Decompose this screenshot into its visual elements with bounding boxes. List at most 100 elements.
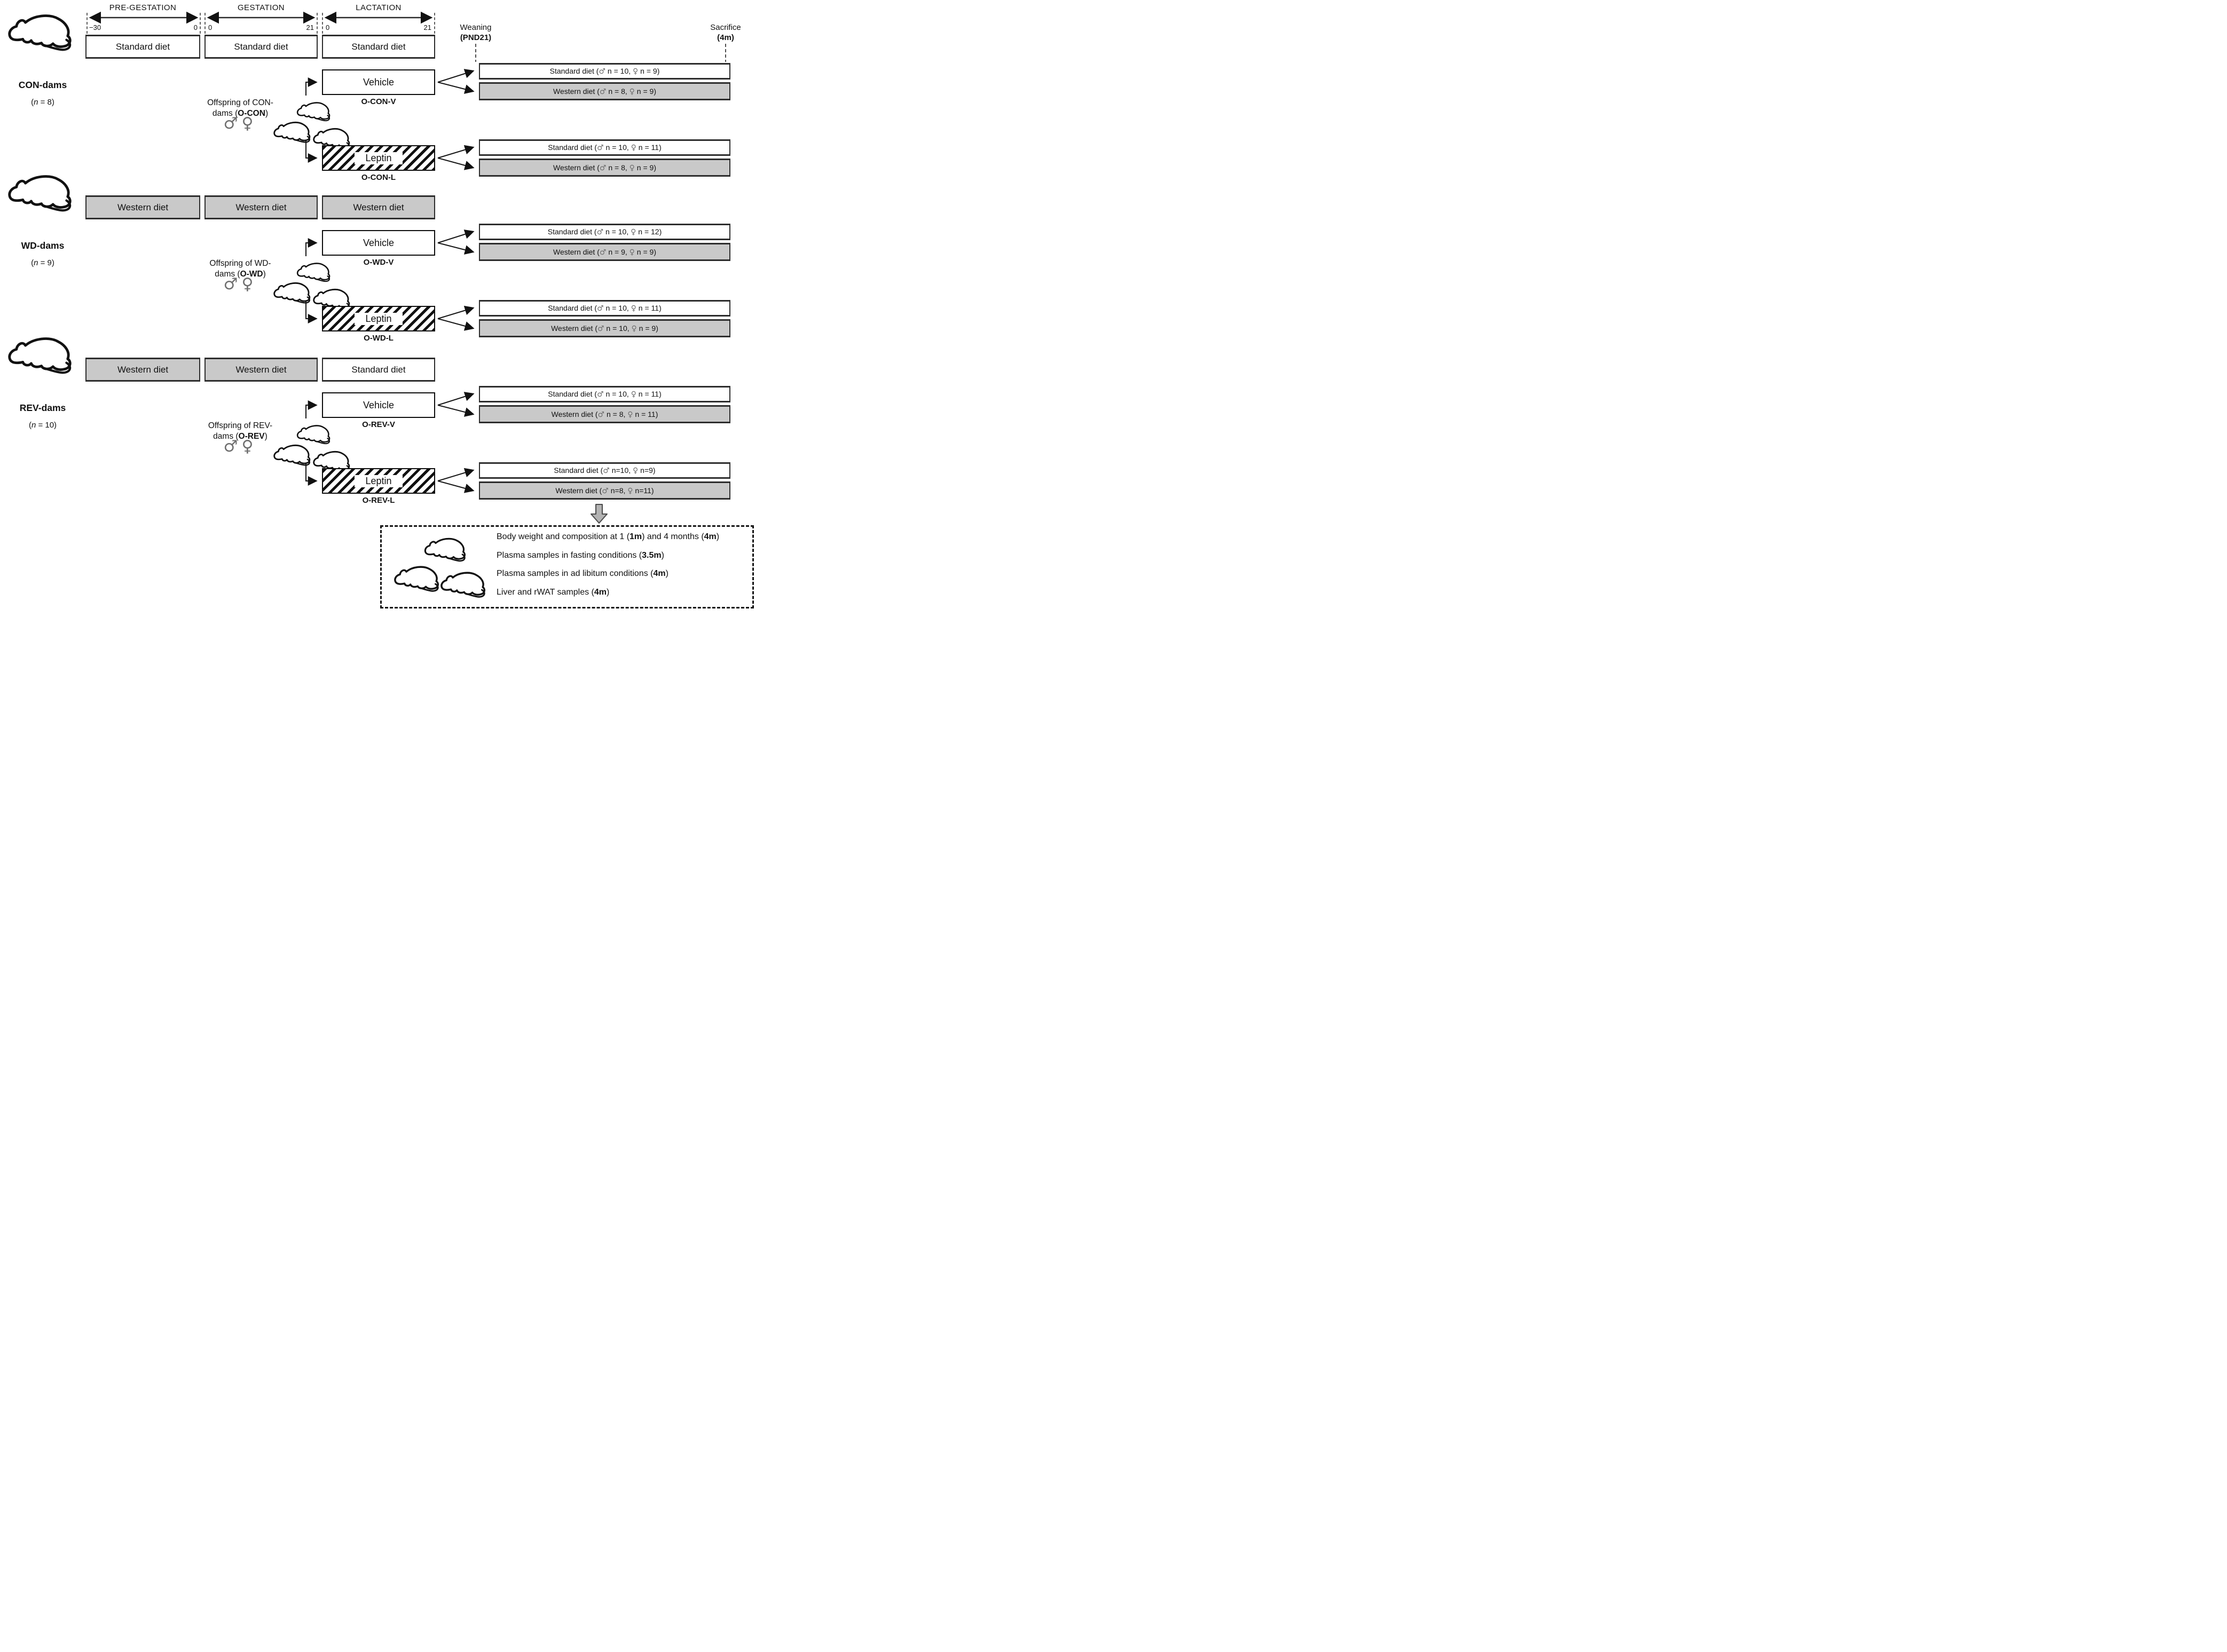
outcome-box-western: Western diet (♂ n = 8, ♀ n = 9) [479, 82, 730, 100]
female-icon: ♀ [629, 248, 635, 257]
offspring-label: Offspring of REV- dams (O-REV) [208, 421, 273, 441]
tick-gestation-end: 21 [306, 23, 314, 31]
female-icon: ♀ [629, 163, 635, 172]
group-code: O-WD-L [364, 334, 394, 343]
rat-icon [273, 121, 311, 143]
sex-symbols: ♂♀ [180, 438, 300, 456]
dam-diet-box: Standard diet [322, 358, 435, 382]
male-icon: ♂ [599, 248, 607, 257]
outcome-box-standard: Standard diet (♂ n = 10, ♀ n = 12) [479, 224, 730, 240]
dam-diet-box: Standard diet [85, 35, 200, 59]
outcome-box-standard: Standard diet (♂ n = 10, ♀ n = 11) [479, 139, 730, 156]
sex-symbols: ♂♀ [180, 275, 300, 294]
female-icon: ♀ [627, 410, 633, 419]
measurements-summary-box [380, 525, 754, 608]
dam-group-name: REV-dams [19, 402, 66, 413]
male-icon: ♂ [599, 87, 607, 96]
male-icon: ♂ [597, 144, 604, 152]
dam-diet-box: Western diet [204, 358, 318, 382]
male-icon: ♂ [599, 163, 607, 172]
rat-icon [424, 538, 466, 562]
treatment-box-vehicle: Vehicle [322, 69, 435, 95]
male-icon: ♂ [223, 114, 242, 133]
sex-symbols: ♂♀ [180, 115, 300, 133]
phase-label-pregestation: PRE-GESTATION [109, 3, 177, 12]
rat-icon [4, 8, 81, 55]
dam-diet-box: Western diet [204, 195, 318, 219]
male-icon: ♂ [223, 275, 242, 294]
dam-group-n: (n = 9) [31, 258, 54, 267]
offspring-label: Offspring of WD- dams (O-WD) [209, 259, 271, 279]
dam-group-n: (n = 8) [31, 98, 54, 107]
dam-group-name: CON-dams [18, 80, 67, 90]
group-code: O-WD-V [363, 258, 394, 267]
dam-diet-box: Standard diet [322, 35, 435, 59]
outcome-box-western: Western diet (♂ n = 8, ♀ n = 9) [479, 159, 730, 177]
rat-icon [4, 331, 81, 378]
outcome-box-western: Western diet (♂ n = 9, ♀ n = 9) [479, 243, 730, 261]
female-icon: ♀ [633, 67, 639, 76]
female-icon: ♀ [627, 486, 633, 495]
dam-group-n: (n = 10) [28, 421, 57, 430]
group-code: O-CON-V [361, 97, 396, 106]
male-icon: ♂ [602, 486, 609, 495]
treatment-box-vehicle: Vehicle [322, 392, 435, 418]
male-icon: ♂ [597, 304, 604, 313]
tick-gestation-start: 0 [208, 23, 213, 31]
male-icon: ♂ [597, 410, 605, 419]
treatment-box-leptin: Leptin [322, 306, 435, 331]
female-icon: ♀ [241, 275, 257, 294]
treatment-box-leptin: Leptin [322, 145, 435, 171]
female-icon: ♀ [241, 437, 257, 456]
weaning-sacrifice-dashes [475, 44, 726, 62]
weaning-label: Weaning (PND21) [460, 23, 492, 42]
tick-lactation-start: 0 [326, 23, 330, 31]
female-icon: ♀ [631, 228, 636, 236]
female-icon: ♀ [631, 324, 637, 333]
female-icon: ♀ [629, 87, 635, 96]
rat-icon [273, 282, 311, 304]
rat-icon [440, 572, 486, 598]
female-icon: ♀ [631, 144, 636, 152]
male-icon: ♂ [596, 228, 604, 236]
dam-diet-box: Western diet [85, 195, 200, 219]
summary-line: Plasma samples in ad libitum conditions … [497, 569, 668, 578]
rat-icon [273, 444, 311, 466]
outcome-box-western: Western diet (♂ n=8, ♀ n=11) [479, 481, 730, 500]
group-code: O-REV-L [362, 496, 395, 505]
female-icon: ♀ [241, 114, 257, 133]
treatment-box-vehicle: Vehicle [322, 230, 435, 256]
phase-label-gestation: GESTATION [237, 3, 285, 12]
dam-diet-box: Standard diet [204, 35, 318, 59]
study-design-figure: PRE-GESTATION GESTATION LACTATION −30 0 … [0, 0, 825, 614]
male-icon: ♂ [597, 324, 604, 333]
tick-pregestation-end: 0 [193, 23, 198, 31]
sacrifice-label: Sacrifice (4m) [710, 23, 741, 42]
tick-lactation-end: 21 [423, 23, 431, 31]
group-code: O-CON-L [361, 173, 396, 182]
summary-line: Body weight and composition at 1 (1m) an… [497, 532, 720, 541]
outcome-box-standard: Standard diet (♂ n = 10, ♀ n = 11) [479, 386, 730, 402]
dam-group-name: WD-dams [21, 240, 65, 251]
female-icon: ♀ [633, 467, 639, 475]
tick-pregestation-start: −30 [89, 23, 101, 31]
dam-diet-box: Western diet [322, 195, 435, 219]
outcome-box-standard: Standard diet (♂ n=10, ♀ n=9) [479, 462, 730, 479]
outcome-box-standard: Standard diet (♂ n = 10, ♀ n = 9) [479, 63, 730, 80]
outcome-box-standard: Standard diet (♂ n = 10, ♀ n = 11) [479, 300, 730, 317]
male-icon: ♂ [603, 467, 610, 475]
outcome-box-western: Western diet (♂ n = 10, ♀ n = 9) [479, 319, 730, 337]
female-icon: ♀ [631, 304, 636, 313]
male-icon: ♂ [597, 390, 604, 399]
female-icon: ♀ [631, 390, 636, 399]
phase-boundary-dashes [86, 13, 435, 34]
treatment-box-leptin: Leptin [322, 468, 435, 494]
summary-line: Plasma samples in fasting conditions (3.… [497, 550, 664, 560]
down-block-arrow-icon [591, 504, 608, 524]
measurements-summary-text: Body weight and composition at 1 (1m) an… [497, 528, 754, 602]
phase-label-lactation: LACTATION [356, 3, 402, 12]
male-icon: ♂ [223, 437, 242, 456]
male-icon: ♂ [599, 67, 606, 76]
rat-icon [4, 169, 81, 216]
group-code: O-REV-V [362, 420, 395, 429]
